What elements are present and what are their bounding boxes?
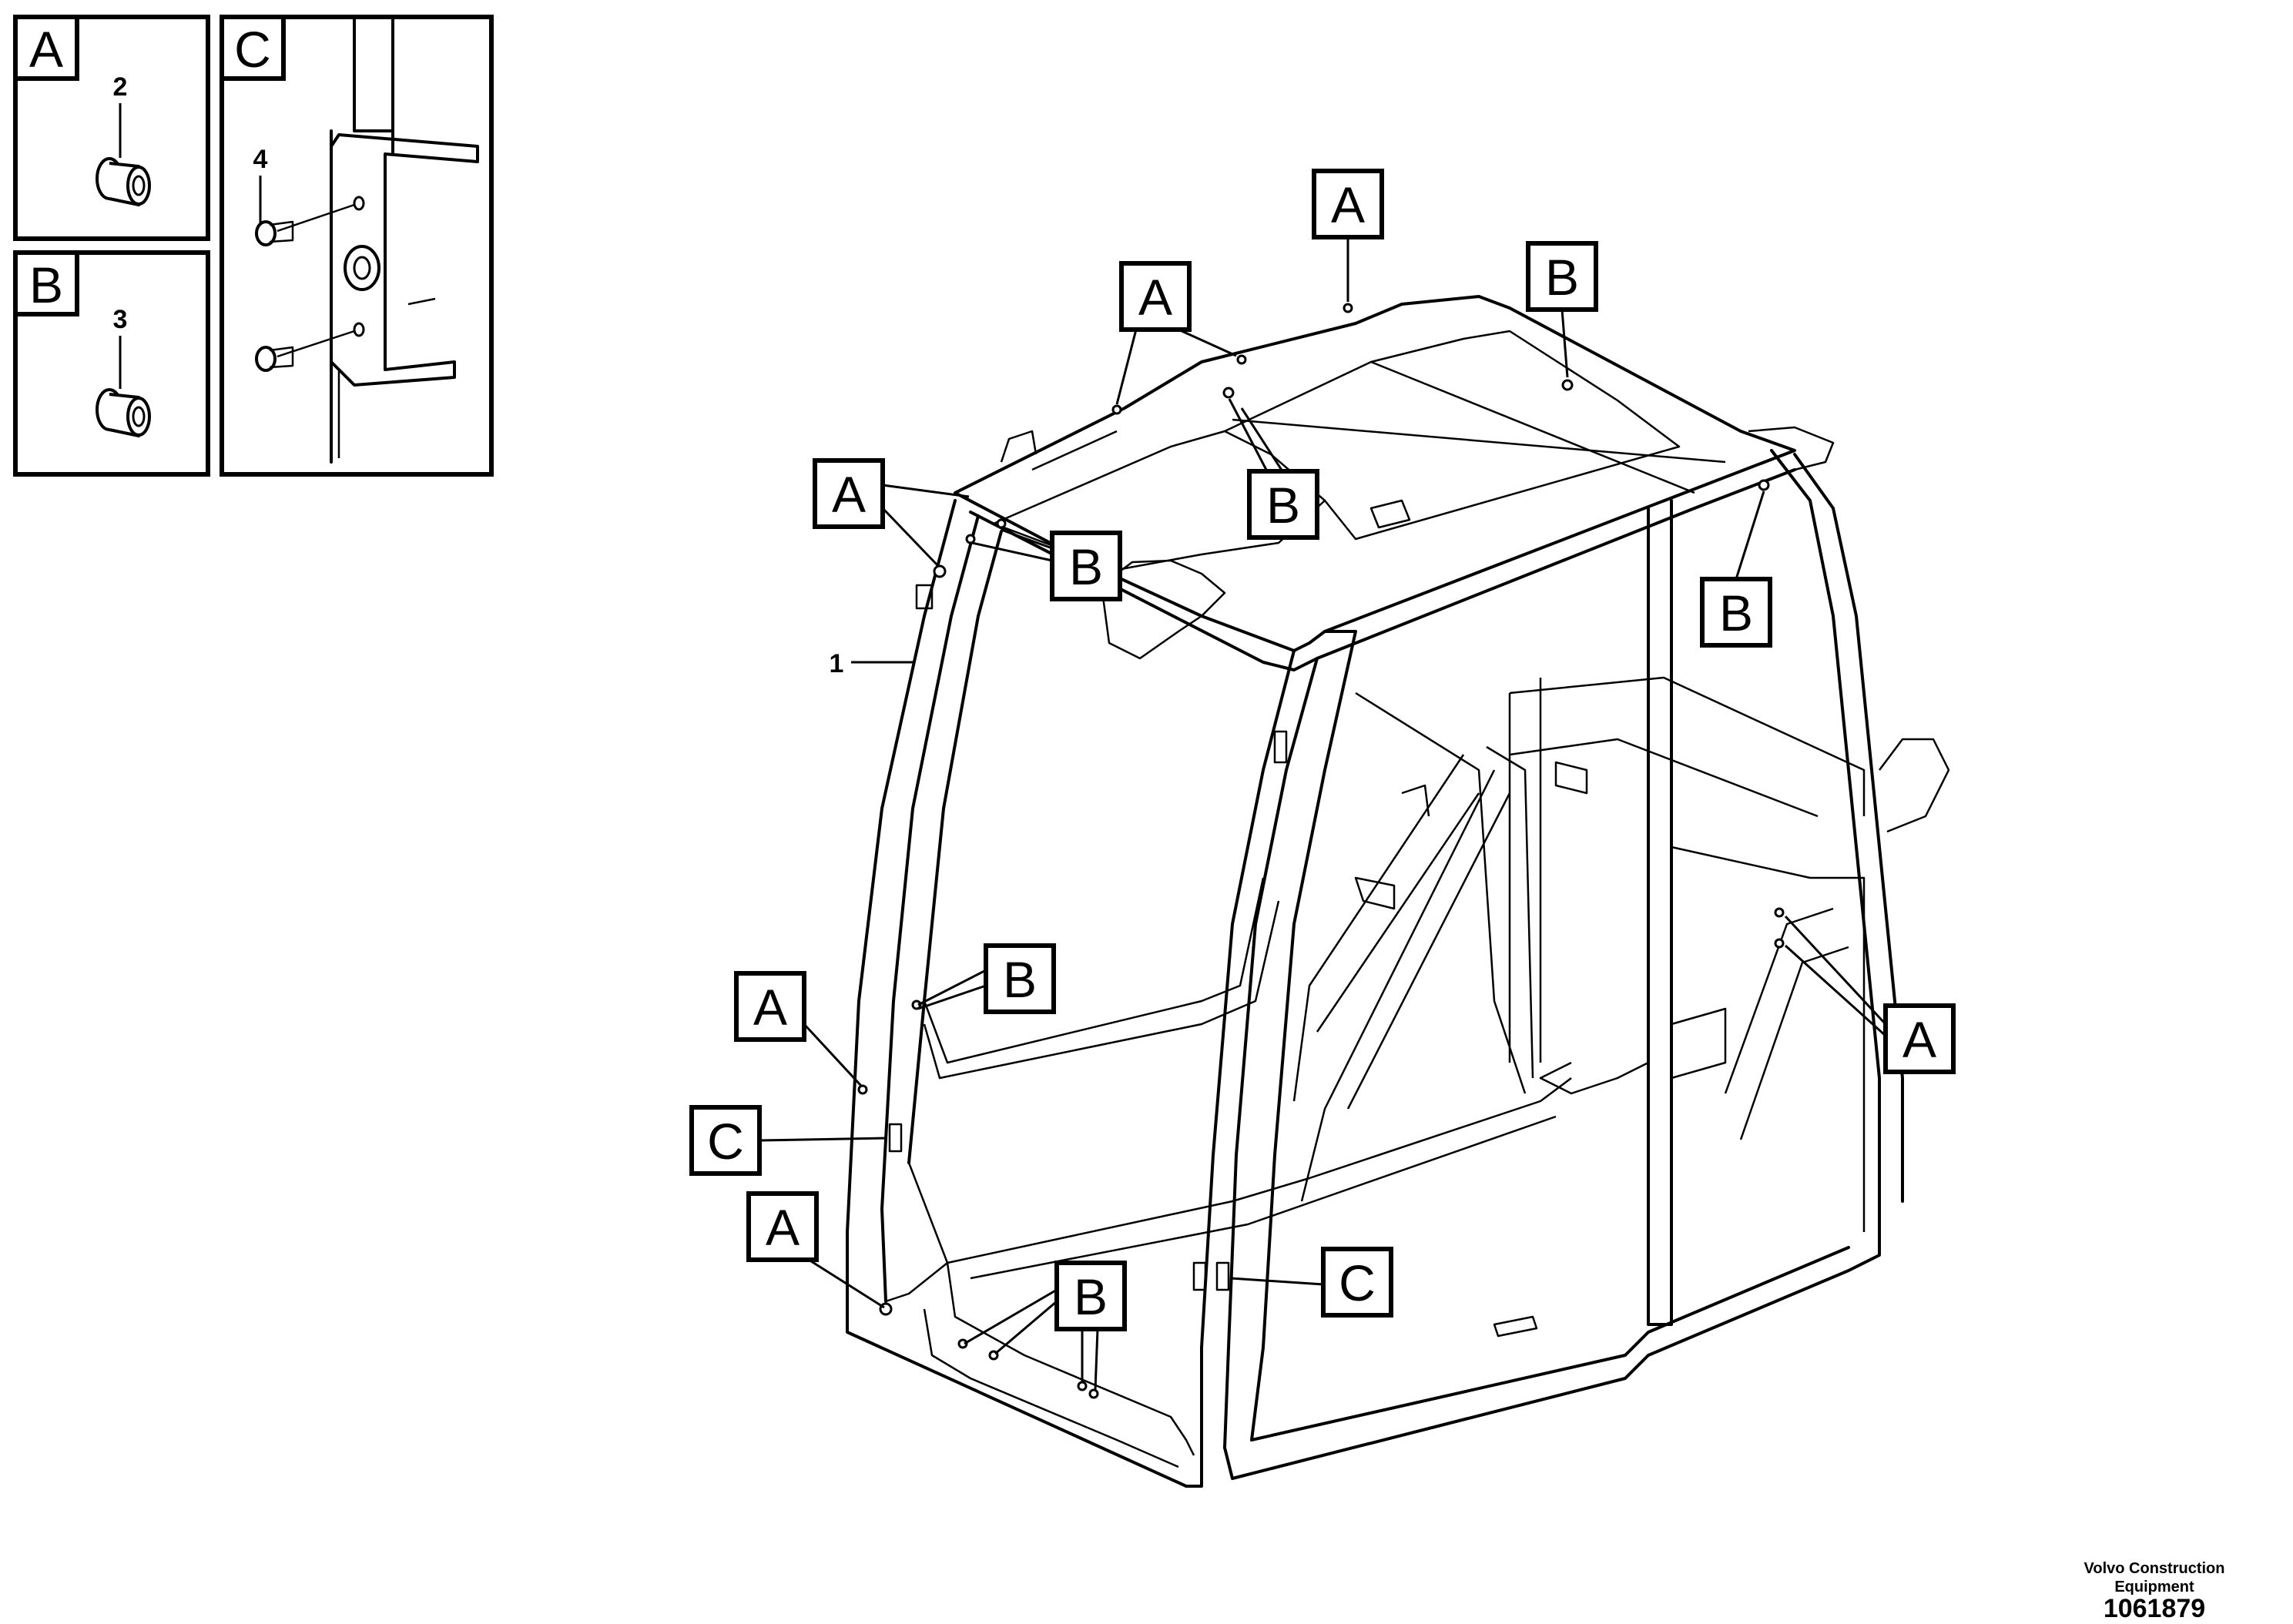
rivet-nut-icon-a bbox=[96, 157, 151, 207]
callout-b-4: B bbox=[971, 528, 1122, 601]
cab-frame bbox=[846, 295, 1950, 1488]
callout-a-4: A bbox=[1784, 915, 1956, 1074]
detail-panel-b-item-number: 3 bbox=[113, 305, 128, 334]
blind-rivet-icon-lower bbox=[255, 330, 355, 372]
svg-text:A: A bbox=[832, 466, 866, 523]
callout-b-5: B bbox=[917, 943, 1056, 1014]
detail-panel-b: B 3 bbox=[13, 250, 210, 477]
svg-text:B: B bbox=[1003, 951, 1037, 1008]
footer-company: Volvo Construction Equipment bbox=[2070, 1559, 2239, 1596]
drawing-number: 1061879 bbox=[2103, 1594, 2206, 1623]
callout-c-1: C bbox=[689, 1105, 888, 1176]
callout-a-2: A bbox=[1115, 261, 1237, 405]
frame-item-number: 1 bbox=[830, 649, 844, 678]
callout-b-6: B bbox=[964, 1261, 1127, 1391]
svg-text:C: C bbox=[707, 1113, 744, 1170]
footer-company-line2: Equipment bbox=[2114, 1579, 2194, 1596]
rivet-nut-icon-b bbox=[96, 388, 151, 438]
svg-text:C: C bbox=[1339, 1254, 1376, 1311]
callout-a-6: A bbox=[746, 1191, 885, 1309]
detail-panel-c: C 4 bbox=[220, 15, 494, 477]
svg-text:B: B bbox=[1545, 249, 1579, 306]
callout-b-1: B bbox=[1526, 241, 1598, 378]
detail-panel-c-item-number: 4 bbox=[253, 145, 268, 174]
detail-panel-a-label: A bbox=[29, 21, 63, 78]
callout-a-3: A bbox=[813, 458, 970, 568]
svg-text:B: B bbox=[1074, 1268, 1108, 1325]
svg-text:B: B bbox=[1266, 477, 1300, 534]
svg-text:B: B bbox=[1719, 584, 1753, 641]
callout-b-2: B bbox=[1228, 398, 1319, 540]
svg-text:A: A bbox=[766, 1199, 800, 1256]
svg-text:A: A bbox=[1138, 269, 1172, 326]
footer-company-line1: Volvo Construction bbox=[2083, 1560, 2225, 1577]
detail-panel-a: A 2 bbox=[13, 15, 210, 241]
fastener-holes bbox=[857, 303, 1785, 1399]
svg-text:B: B bbox=[1069, 538, 1103, 595]
svg-text:A: A bbox=[1331, 176, 1365, 233]
svg-text:A: A bbox=[753, 979, 787, 1036]
detail-panel-c-label: C bbox=[234, 21, 271, 78]
svg-text:A: A bbox=[1902, 1011, 1936, 1068]
blind-rivet-icon-upper bbox=[255, 203, 355, 246]
callout-a-1: A bbox=[1312, 169, 1384, 302]
callout-c-2: C bbox=[1230, 1247, 1393, 1318]
detail-panel-a-item-number: 2 bbox=[113, 72, 128, 102]
callout-b-3: B bbox=[1700, 491, 1772, 648]
callout-a-5: A bbox=[734, 971, 863, 1087]
detail-panel-b-label: B bbox=[29, 256, 63, 313]
